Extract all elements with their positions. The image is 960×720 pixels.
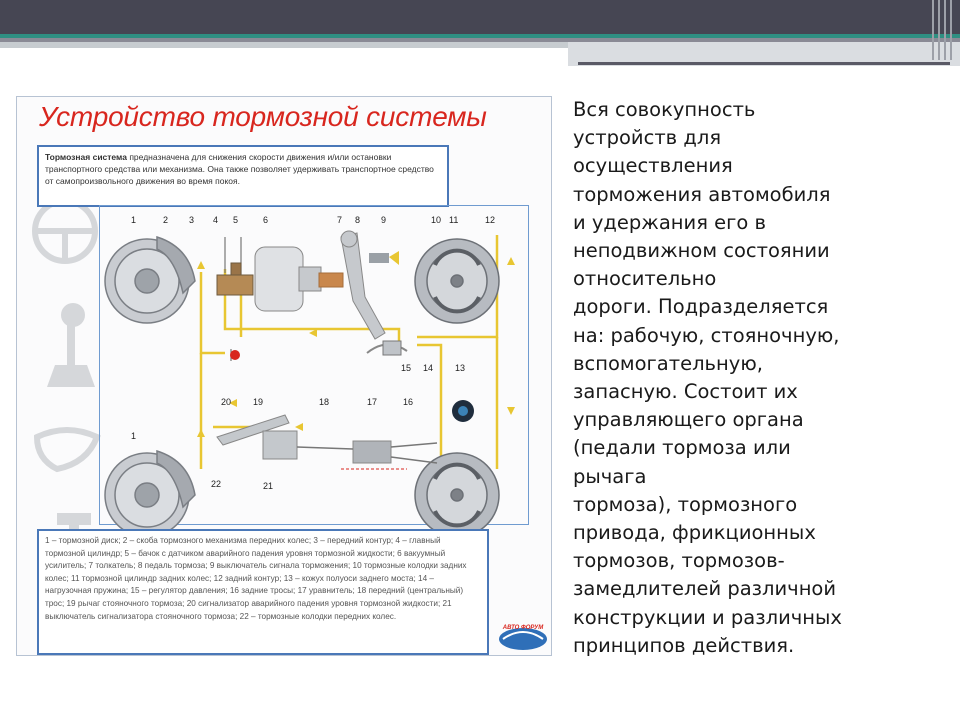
part-number: 6 [263, 215, 268, 225]
part-number: 13 [455, 363, 465, 373]
pressure-regulator [366, 340, 408, 356]
rear-drum-bottom [414, 452, 500, 538]
text-line: принципов действия. [573, 633, 795, 657]
brake-light-switch [369, 251, 399, 265]
text-line: и удержания его в [573, 210, 767, 234]
header-gray-band [0, 38, 960, 42]
part-number: 21 [263, 481, 273, 491]
axle-housing [452, 400, 474, 422]
definition-text: предназначена для снижения скорости движ… [45, 152, 434, 186]
parking-brake-lever [216, 414, 298, 460]
part-number: 17 [367, 397, 377, 407]
text-line: торможения автомобиля [573, 182, 831, 206]
text-line: вспомогательную, [573, 351, 763, 375]
part-number: 15 [401, 363, 411, 373]
brake-schema: 1 2 3 4 5 6 7 8 9 10 11 12 15 14 13 20 1… [104, 215, 515, 538]
text-line: тормозов, тормозов- [573, 549, 785, 573]
front-disc-bottom [104, 449, 196, 538]
text-line: рычага [573, 464, 647, 488]
text-line: запасную. Состоит их [573, 380, 798, 404]
pusher [318, 272, 344, 288]
flow-arrows [197, 257, 515, 437]
part-number: 8 [355, 215, 360, 225]
part-numbers-bottom: 1 22 21 [131, 431, 273, 491]
logo-text: АВТО ФОРУМ [502, 625, 544, 631]
part-number: 4 [213, 215, 218, 225]
part-number: 10 [431, 215, 441, 225]
vacuum-booster [254, 246, 322, 312]
header-light-bar [0, 42, 568, 48]
text-line: управляющего органа [573, 408, 804, 432]
text-line: (педали тормоза или [573, 436, 791, 460]
part-numbers-mid: 15 14 13 [401, 363, 465, 373]
part-number: 7 [337, 215, 342, 225]
text-line: неподвижном состоянии [573, 239, 830, 263]
part-number: 1 [131, 215, 136, 225]
part-number: 22 [211, 479, 221, 489]
part-numbers-low: 20 19 18 17 16 [221, 397, 413, 407]
text-line: конструкции и различных [573, 605, 842, 629]
text-line: устройств для [573, 126, 722, 150]
text-line: дороги. Подразделяется [573, 295, 829, 319]
part-number: 2 [163, 215, 168, 225]
schema-frame [99, 205, 529, 525]
part-number: 19 [253, 397, 263, 407]
warning-lamp [230, 350, 240, 360]
definition-box: Тормозная система предназначена для сниж… [37, 145, 449, 207]
part-number: 14 [423, 363, 433, 373]
brake-system-diagram: Устройство тормозной системы Тормозная с… [16, 96, 552, 656]
part-number: 3 [189, 215, 194, 225]
part-number: 9 [381, 215, 386, 225]
part-number: 18 [319, 397, 329, 407]
part-number: 16 [403, 397, 413, 407]
text-line: замедлителей различной [573, 577, 837, 601]
brake-pedal [340, 230, 386, 340]
gear-shift-icon [47, 303, 95, 387]
cable-equalizer [352, 440, 392, 464]
auto-forum-logo: АВТО ФОРУМ [499, 625, 547, 650]
text-line: привода, фрикционных [573, 521, 816, 545]
text-line: осуществления [573, 154, 733, 178]
text-line: Вся совокупность [573, 98, 756, 121]
part-number: 12 [485, 215, 495, 225]
horn-icon [33, 427, 101, 473]
front-disc-top [104, 235, 196, 324]
text-line: относительно [573, 267, 717, 291]
part-numbers-top: 1 2 3 4 5 6 7 8 9 10 11 12 [131, 215, 495, 225]
part-number: 20 [221, 397, 231, 407]
header-bar [0, 0, 960, 34]
master-cylinder [216, 262, 254, 296]
part-number: 11 [449, 215, 458, 225]
header-right-line [578, 62, 950, 65]
part-number: 1 [131, 431, 136, 441]
diagram-title: Устройство тормозной системы [39, 101, 487, 132]
legend-box: 1 – тормозной диск; 2 – скоба тормозного… [37, 529, 489, 655]
definition-term: Тормозная система [45, 152, 127, 162]
text-line: на: рабочую, стояночную, [573, 323, 840, 347]
rear-drum-top [414, 238, 500, 324]
brake-lines [199, 235, 499, 469]
text-line: тормоза), тормозного [573, 492, 798, 516]
header-accent-line [0, 34, 960, 38]
main-text: Вся совокупность устройств для осуществл… [573, 96, 933, 660]
part-number: 5 [233, 215, 238, 225]
header-stripes [928, 0, 960, 60]
